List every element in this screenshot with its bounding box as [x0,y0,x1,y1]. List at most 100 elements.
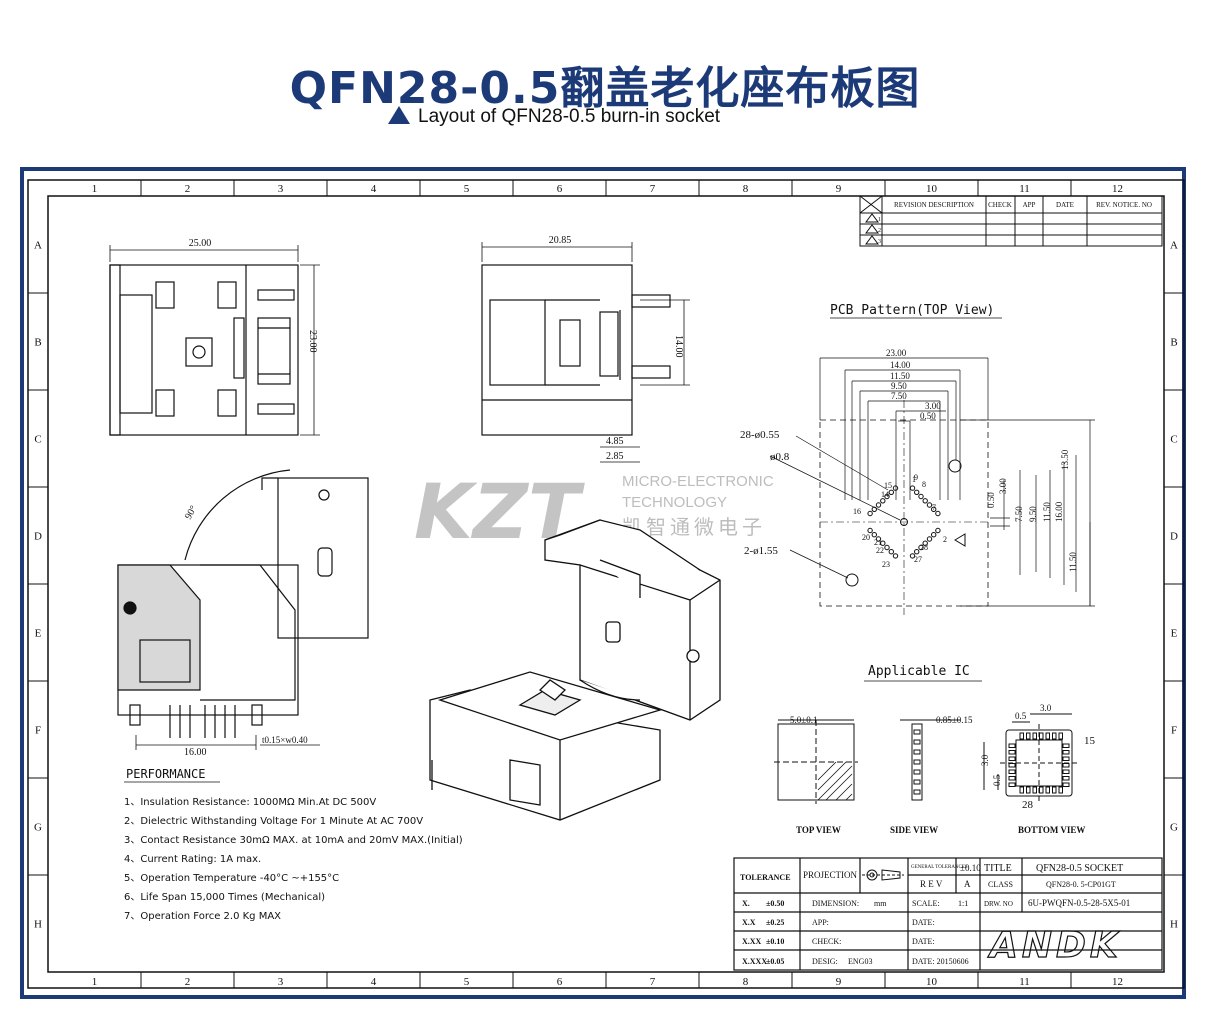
ic-pad [1026,732,1031,740]
tb-drw-value: 6U-PWQFN-0.5-28-5X5-01 [1028,898,1130,908]
ic-pad [1019,786,1024,794]
pcb-hole [935,510,941,517]
tb-projection: PROJECTION [803,870,858,880]
pcb-hole-small: 28-ø0.55 [740,429,780,441]
tb-rev-value: A [964,879,971,889]
ic-pad [1008,769,1016,774]
ic-pad [1062,756,1070,761]
pcb-pin-label-27: 27 [914,555,922,564]
ic-pad [1008,743,1016,748]
pcb-hole [931,532,937,538]
performance-item: 6、Life Span 15,000 Times (Mechanical) [124,892,325,903]
grid-col-label-top: 3 [278,183,284,195]
grid-col-label-top: 12 [1112,183,1123,195]
pcb-hole [926,536,933,542]
grid-col-label-bottom: 7 [650,976,656,988]
pcb-pin-label-23: 23 [882,560,890,569]
performance-item: 4、Current Rating: 1A max. [124,854,261,865]
grid-row-label-left: G [34,822,42,834]
grid-col-label-bottom: 2 [185,976,191,988]
ic-pad [1062,750,1070,755]
tb-class-label: CLASS [988,880,1013,889]
side-view-dim-a: 4.85 [606,436,624,447]
ic-bottom-view-label: BOTTOM VIEW [1018,825,1085,835]
pcb-pin-label-15: 15 [884,481,892,490]
grid-row-label-right: H [1170,919,1178,931]
tb-tol-value: ±0.10 [960,863,981,873]
tb-tolerance: TOLERANCE [740,873,791,882]
pcb-right-dim-4: 9.50 [1028,506,1038,522]
pcb-hole [922,540,928,546]
socket-top-view [109,264,299,436]
open-view-angle: 90° [183,504,200,522]
ic-top-dim: 5.0±0.1 [790,715,817,725]
grid-row-label-right: G [1170,822,1178,834]
pcb-hole [914,489,920,495]
tb-tol-row-1-val: ±0.25 [766,918,784,927]
ic-pad [1062,743,1070,748]
pcb-pin-label-8: 8 [922,480,926,489]
pcb-pin-label-14: 14 [881,490,889,499]
page-subtitle: Layout of QFN28-0.5 burn-in socket [388,106,720,128]
ic-bottom-left-dim: 0.5 [1015,711,1027,721]
tb-check-label: CHECK: [812,937,841,946]
ic-pad [1062,782,1070,787]
ic-pad [1039,732,1044,740]
ic-side-dim: 0.85±0.15 [936,715,973,725]
performance-item: 1、Insulation Resistance: 1000MΩ Min.At D… [124,797,376,808]
ic-pad [1062,769,1070,774]
triangle-icon [388,106,410,124]
pcb-hole-large: 2-ø1.55 [744,545,778,557]
ic-pad [1062,776,1070,781]
tb-dimension-value: mm [874,899,887,908]
grid-col-label-bottom: 8 [743,976,749,988]
pcb-hole [880,498,886,504]
tb-drw-label: DRW. NO [984,900,1013,908]
ic-pad [1045,786,1050,794]
tb-title-label: TITLE [984,863,1012,874]
pcb-top-dim-3: 9.50 [891,381,907,391]
watermark-line2: TECHNOLOGY [622,494,727,511]
tb-tol-row-1-key: X.X [742,918,756,927]
ic-pad [1045,732,1050,740]
grid-row-label-left: D [34,531,42,543]
pcb-pin-label-21: 21 [874,538,882,547]
ic-pin15-label: 15 [1084,735,1096,747]
tb-tol-row-0-key: X. [742,899,750,908]
pcb-pin-label-20: 20 [862,533,870,542]
pcb-hole [909,485,916,491]
tb-app-label: APP: [812,918,829,927]
ic-pad [1026,786,1031,794]
pcb-pin-label-1: 1 [912,475,916,484]
ic-bottom-top-dim: 3.0 [1040,703,1052,713]
performance-item: 2、Dielectric Withstanding Voltage For 1 … [124,816,423,827]
pcb-hole [888,489,894,495]
pcb-hole [867,527,873,534]
pcb-hole [884,544,890,551]
open-view-width: 16.00 [184,747,207,758]
grid-col-label-bottom: 12 [1112,976,1123,988]
pcb-pin-label-16: 16 [853,507,861,516]
pcb-pin-label-28: 28 [920,543,928,552]
pcb-hole [926,502,933,508]
grid-col-label-top: 6 [557,183,563,195]
tb-dimension-label: DIMENSION: [812,899,859,908]
pcb-hole [935,527,941,534]
tb-date-value: DATE: 20150606 [912,957,969,966]
ic-pad [1008,776,1016,781]
tb-scale-label: SCALE: [912,899,940,908]
ic-pad [1019,732,1024,740]
ic-bottom-side-dim2: 0.5 [992,774,1002,786]
rev-row-1: 1 [878,217,881,223]
revision-table [859,195,1163,247]
ic-pad [1052,786,1057,794]
performance-item: 3、Contact Resistance 30mΩ MAX. at 10mA a… [124,835,463,846]
ic-pad [1062,763,1070,768]
rev-header-notice: REV. NOTICE. NO [1096,201,1152,209]
top-view-height: 23.00 [307,330,318,353]
grid-col-label-bottom: 9 [836,976,842,988]
title-block [733,857,1163,971]
rev-row-markers [865,213,879,245]
side-view-height: 14.00 [673,335,684,358]
ic-pad [1008,782,1016,787]
